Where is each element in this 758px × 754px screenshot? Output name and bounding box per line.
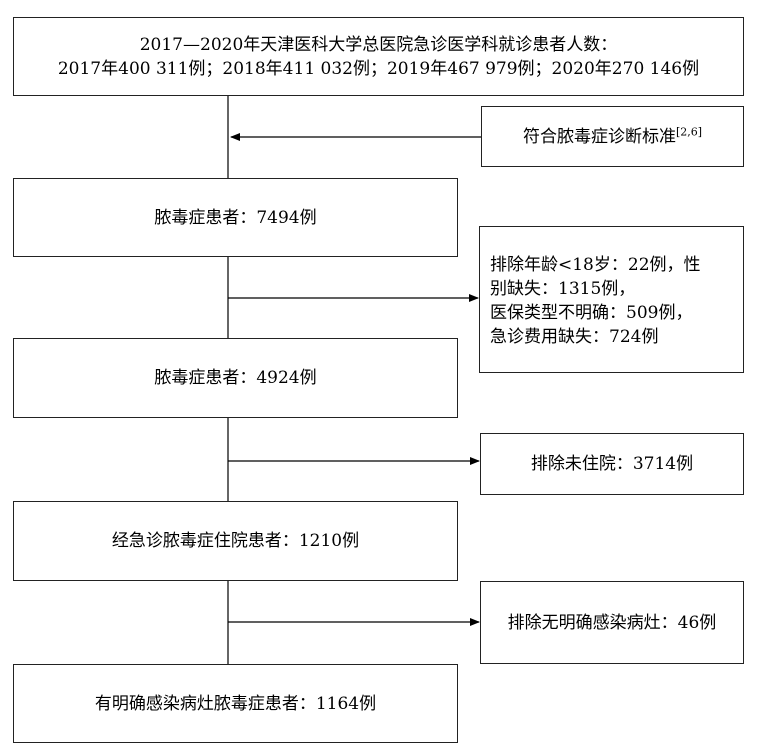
exclusion-1-line-3: 医保类型不明确：509例， (490, 303, 693, 323)
exclusion-2-label: 排除未住院：3714例 (530, 454, 694, 474)
final-cohort-box: 有明确感染病灶脓毒症患者：1164例 (13, 664, 458, 743)
sepsis-4924-label: 脓毒症患者：4924例 (154, 368, 317, 388)
criteria-line: 符合脓毒症诊断标准[2,6] (523, 125, 702, 149)
exclusion-1-line-2: 别缺失：1315例， (490, 279, 636, 299)
hospitalized-box: 经急诊脓毒症住院患者：1210例 (13, 501, 458, 581)
criteria-text: 符合脓毒症诊断标准 (522, 126, 676, 147)
source-line-1: 2017—2020年天津医科大学总医院急诊医学科就诊患者人数： (139, 34, 618, 55)
exclusion-box-1: 排除年龄<18岁：22例，性 别缺失：1315例， 医保类型不明确：509例， … (479, 226, 744, 373)
hospitalized-label: 经急诊脓毒症住院患者：1210例 (111, 531, 360, 551)
exclusion-box-2: 排除未住院：3714例 (480, 433, 744, 495)
criteria-box: 符合脓毒症诊断标准[2,6] (481, 106, 744, 167)
criteria-reference: [2,6] (675, 124, 703, 138)
exclusion-box-3: 排除无明确感染病灶：46例 (480, 581, 744, 664)
final-cohort-label: 有明确感染病灶脓毒症患者：1164例 (94, 693, 377, 714)
exclusion-1-line-1: 排除年龄<18岁：22例，性 (490, 255, 701, 275)
sepsis-4924-box: 脓毒症患者：4924例 (13, 338, 458, 418)
exclusion-3-label: 排除无明确感染病灶：46例 (507, 612, 717, 633)
source-population-box: 2017—2020年天津医科大学总医院急诊医学科就诊患者人数： 2017年400… (13, 17, 744, 96)
sepsis-7494-box: 脓毒症患者：7494例 (13, 178, 458, 257)
source-line-2: 2017年400 311例；2018年411 032例；2019年467 979… (57, 58, 700, 79)
sepsis-7494-label: 脓毒症患者：7494例 (154, 207, 317, 228)
exclusion-1-line-4: 急诊费用缺失：724例 (490, 327, 659, 347)
